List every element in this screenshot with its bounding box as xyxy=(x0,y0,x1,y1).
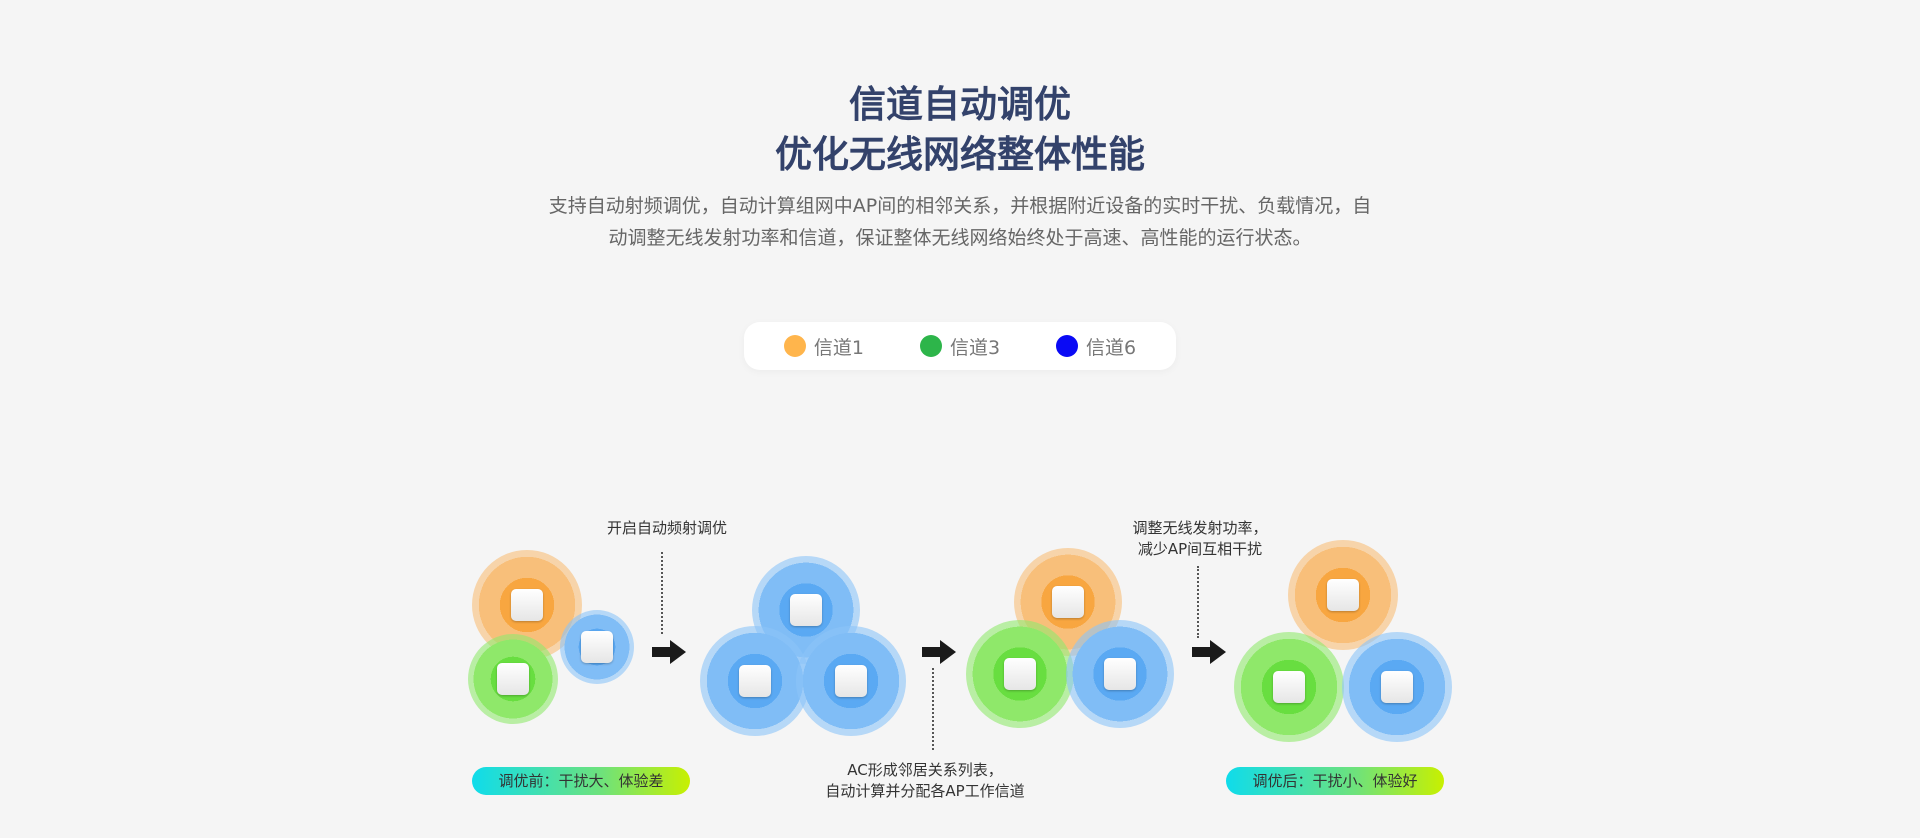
ap-device-icon xyxy=(1327,579,1359,611)
legend-item-channel3: 信道3 xyxy=(919,333,1001,360)
ap-device-icon xyxy=(581,631,613,663)
arrow-right-icon xyxy=(922,640,956,664)
step3-dotted-line xyxy=(1197,566,1199,638)
step2-note-line2: 自动计算并分配各AP工作信道 xyxy=(825,782,1025,800)
legend-label: 信道3 xyxy=(949,336,1001,359)
ap-device-icon xyxy=(1004,658,1036,690)
page-description: 支持自动射频调优，自动计算组网中AP间的相邻关系，并根据附近设备的实时干扰、负载… xyxy=(548,195,1372,249)
arrow-right-icon xyxy=(1192,640,1226,664)
legend-label: 信道6 xyxy=(1086,336,1137,359)
legend-item-channel1: 信道1 xyxy=(783,333,864,360)
ap-node-channel6 xyxy=(560,610,634,684)
step1-note: 开启自动频射调优 xyxy=(606,519,727,537)
ap-device-icon xyxy=(1273,671,1305,703)
step2-note: AC形成邻居关系列表， 自动计算并分配各AP工作信道 xyxy=(800,760,1050,802)
ap-device-icon xyxy=(511,589,543,621)
before-tuning-tag: 调优前：干扰大、体验差 xyxy=(472,767,690,795)
ap-device-icon xyxy=(835,665,867,697)
ap-node-channel3 xyxy=(468,634,558,724)
step1-dotted-line xyxy=(661,552,663,634)
ap-device-icon xyxy=(1052,586,1084,618)
step3-note-line1: 调整无线发射功率， xyxy=(1132,519,1268,537)
ap-node-channel6 xyxy=(1342,632,1452,742)
ap-node-channel3 xyxy=(966,620,1074,728)
channel3-dot-icon xyxy=(919,335,942,357)
ap-node-channel6 xyxy=(1066,620,1174,728)
step2-note-line1: AC形成邻居关系列表， xyxy=(847,761,1003,779)
step2-dotted-line xyxy=(932,668,934,750)
after-tuning-tag: 调优后：干扰小、体验好 xyxy=(1226,767,1444,795)
channel-legend: 信道1 信道3 信道6 xyxy=(744,322,1176,370)
ap-device-icon xyxy=(1104,658,1136,690)
ap-device-icon xyxy=(1381,671,1413,703)
ap-node-channel1 xyxy=(1288,540,1398,650)
page-title-line2: 优化无线网络整体性能 xyxy=(775,133,1145,176)
ap-device-icon xyxy=(739,665,771,697)
ap-node-channel6 xyxy=(700,626,810,736)
channel1-dot-icon xyxy=(783,335,806,357)
ap-device-icon xyxy=(497,663,529,695)
legend-label: 信道1 xyxy=(813,336,864,359)
channel6-dot-icon xyxy=(1056,335,1079,357)
arrow-right-icon xyxy=(652,640,686,664)
step3-note-line2: 减少AP间互相干扰 xyxy=(1137,540,1263,558)
ap-device-icon xyxy=(790,594,822,626)
ap-node-channel3 xyxy=(1234,632,1344,742)
page-title-line1: 信道自动调优 xyxy=(849,83,1071,126)
ap-node-channel6 xyxy=(796,626,906,736)
step3-note: 调整无线发射功率， 减少AP间互相干扰 xyxy=(1120,518,1280,560)
legend-item-channel6: 信道6 xyxy=(1056,333,1136,360)
